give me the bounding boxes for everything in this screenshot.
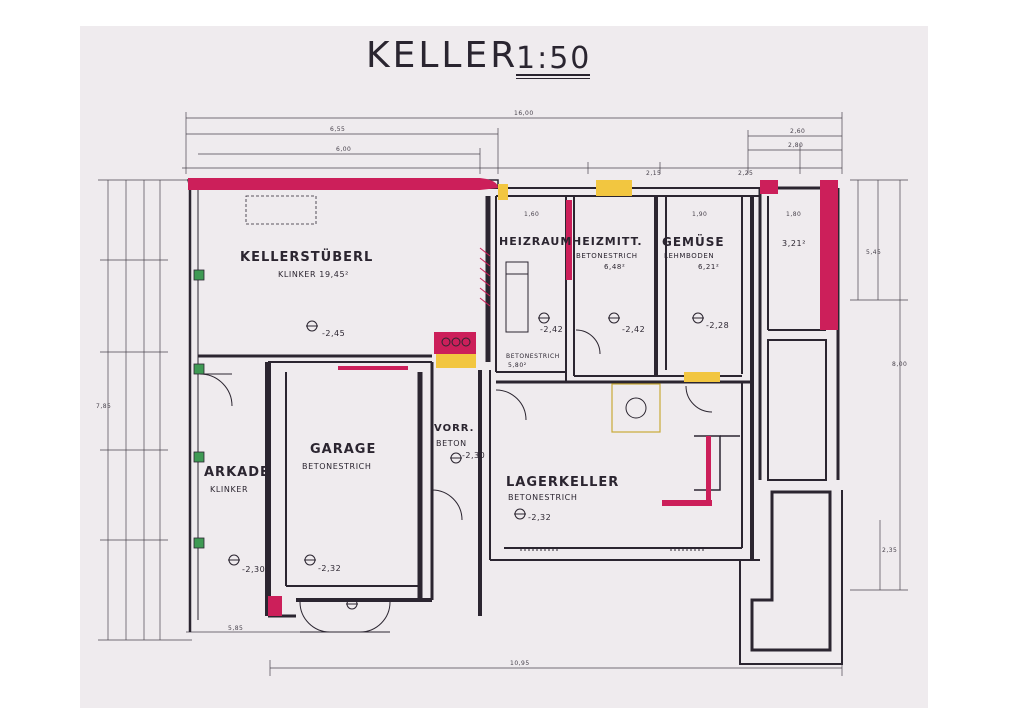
room-right-area: 3,21² <box>782 239 807 248</box>
room-heizmitt-floor: BETONESTRICH <box>576 252 638 260</box>
plan-sheet <box>80 26 928 708</box>
room-heizraum-name: HEIZRAUM <box>499 235 573 248</box>
room-heizmitt-level: -2,42 <box>622 325 646 334</box>
room-garage-level: -2,32 <box>318 564 342 573</box>
room-gemuse-name: GEMÜSE <box>662 235 725 249</box>
scale-underline-2 <box>516 78 590 79</box>
windows <box>193 269 205 549</box>
room-lagerkeller-level: -2,32 <box>528 513 552 522</box>
room-gemuse-area: 6,21² <box>698 263 720 271</box>
room-heizmitt-name: HEIZMITT. <box>572 235 643 248</box>
dim-bottom-left: 5,85 <box>228 625 244 632</box>
room-garage-floor: BETONESTRICH <box>302 462 372 471</box>
dim-overall-top: 16,00 <box>514 110 534 117</box>
brick-hatch <box>479 247 491 307</box>
dim-heizraum-width: 1,60 <box>524 211 540 218</box>
dim-top-right-a: 2,60 <box>790 128 806 135</box>
room-garage-name: GARAGE <box>310 442 377 457</box>
room-arkade-name: ARKADE <box>204 465 270 480</box>
dimension-lines <box>98 112 908 676</box>
dim-top-left-b: 6,00 <box>336 146 352 153</box>
room-lagerkeller-name: LAGERKELLER <box>506 475 620 490</box>
dim-top-left-a: 6,55 <box>330 126 346 133</box>
room-gemuse-floor: LEHMBODEN <box>664 252 715 260</box>
room-kellerstuberl-name: KELLERSTÜBERL <box>240 250 374 265</box>
room-heizmitt-area: 6,48² <box>604 263 626 271</box>
dim-bottom-overall: 10,95 <box>510 660 530 667</box>
dim-right-lower: 8,00 <box>892 361 908 368</box>
dim-top-right-b: 2,80 <box>788 142 804 149</box>
room-kellerstuberl-level: -2,45 <box>322 329 346 338</box>
dim-right-mid: 2,25 <box>738 170 754 177</box>
room-gemuse-level: -2,28 <box>706 321 730 330</box>
room-lagerkeller-floor: BETONESTRICH <box>508 493 578 502</box>
room-arkade-level: -2,30 <box>242 565 266 574</box>
new-walls <box>436 180 720 382</box>
dim-left-overall: 7,85 <box>96 403 112 410</box>
room-small-area: 5,80² <box>508 362 527 369</box>
level-markers <box>228 312 704 610</box>
room-arkade-floor: KLINKER <box>210 485 249 494</box>
plan-title: KELLER <box>366 35 519 76</box>
dim-right-small: 2,35 <box>882 547 898 554</box>
dim-right-room-width: 1,80 <box>786 211 802 218</box>
room-heizraum-level: -2,42 <box>540 325 564 334</box>
scale-underline <box>516 74 590 76</box>
room-small-floor: BETONESTRICH <box>506 353 560 360</box>
dim-heiz-mid: 2,15 <box>646 170 662 177</box>
dim-right-overall: 5,45 <box>866 249 882 256</box>
room-vorr-name: VORR. <box>434 423 475 434</box>
dim-gemuse-width: 1,90 <box>692 211 708 218</box>
room-kellerstuberl-floor: KLINKER 19,45² <box>278 270 349 279</box>
room-vorr-floor: BETON <box>436 439 467 448</box>
room-vorr-level: -2,30 <box>462 451 486 460</box>
plan-scale: 1:50 <box>516 41 592 76</box>
demolition-walls <box>188 178 838 616</box>
